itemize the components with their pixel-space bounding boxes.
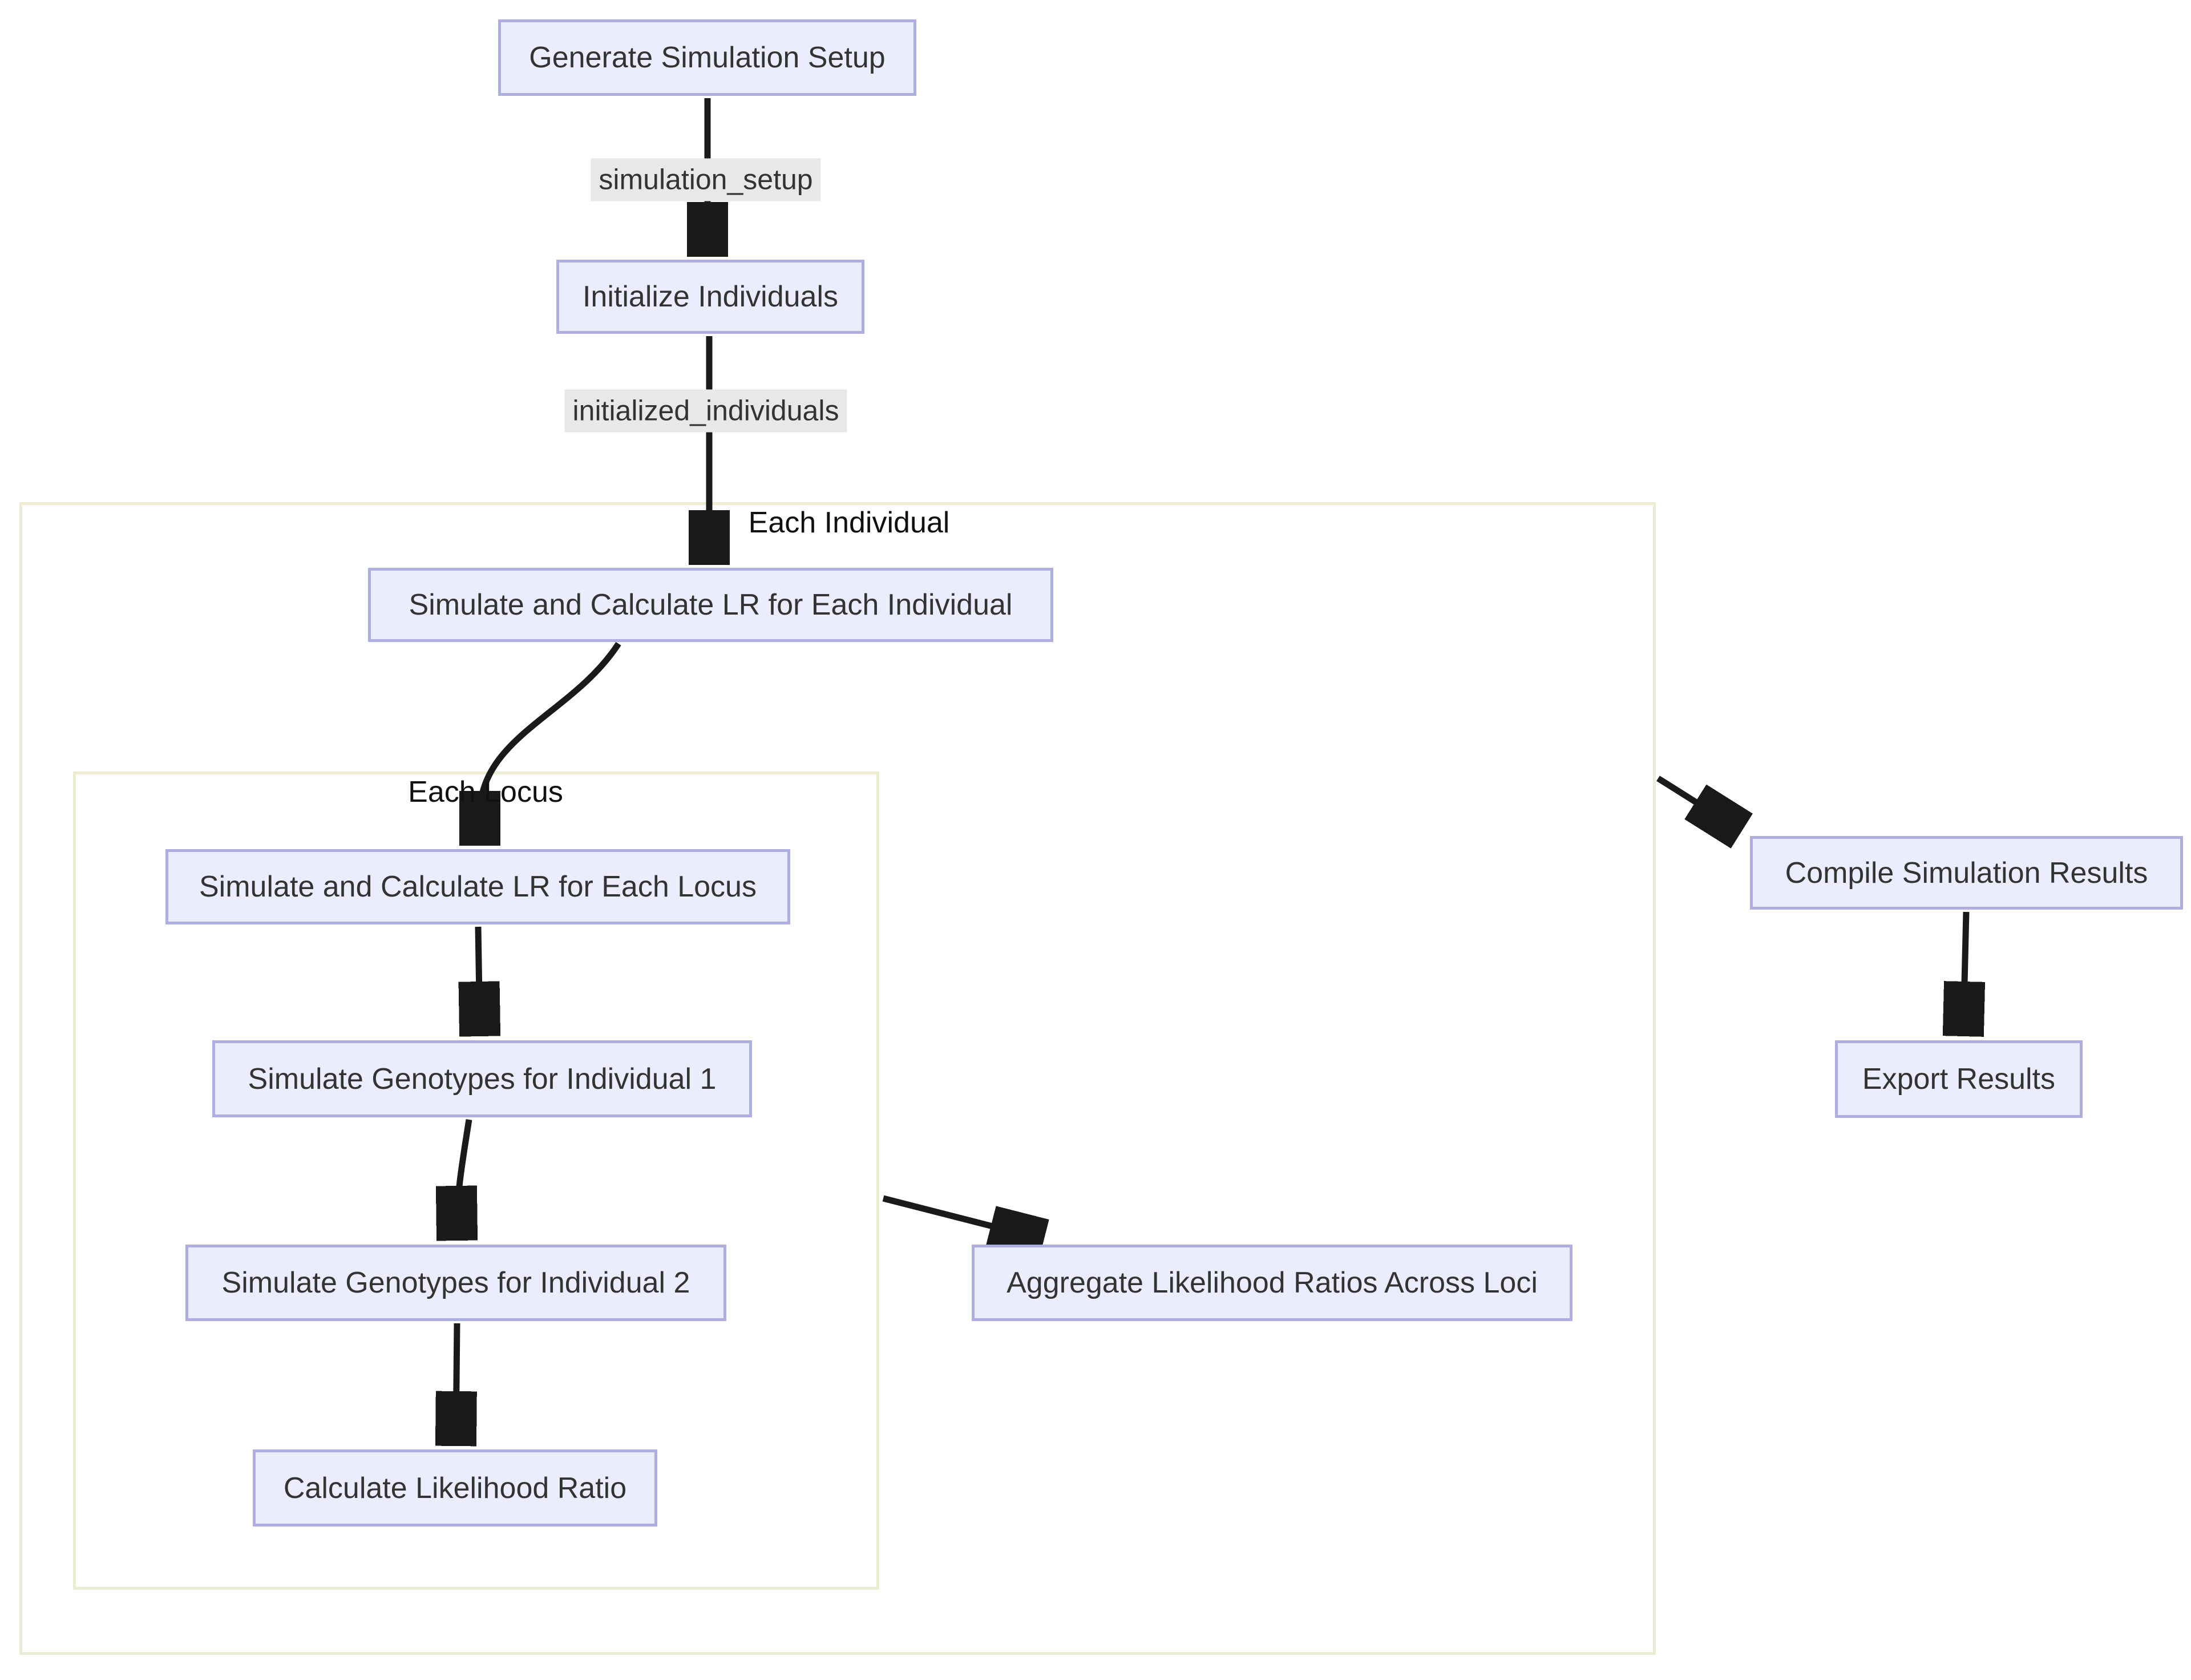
cluster-title-each-locus: Each Locus (408, 776, 563, 809)
edge-locus-to-genotypes1 (478, 926, 480, 1032)
edge-genotypes1-to-genotypes2 (457, 1119, 469, 1236)
node-simulate-genotypes-individual-1: Simulate Genotypes for Individual 1 (212, 1040, 752, 1117)
edge-individual-cluster-to-compile (1656, 776, 1738, 829)
node-simulate-lr-each-individual: Simulate and Calculate LR for Each Indiv… (368, 568, 1053, 642)
node-generate-simulation-setup: Generate Simulation Setup (498, 19, 916, 96)
edge-locus-cluster-to-aggregate (882, 1195, 1040, 1238)
edge-label-simulation-setup: simulation_setup (591, 158, 821, 201)
edge-compile-to-export (1963, 911, 1966, 1032)
node-initialize-individuals: Initialize Individuals (556, 260, 864, 334)
node-simulate-lr-each-locus: Simulate and Calculate LR for Each Locus (165, 849, 790, 924)
edge-genotypes2-to-calculate-lr (456, 1323, 457, 1441)
node-calculate-likelihood-ratio: Calculate Likelihood Ratio (253, 1449, 657, 1526)
node-aggregate-likelihood-ratios: Aggregate Likelihood Ratios Across Loci (972, 1245, 1572, 1321)
edge-individual-to-locus (480, 642, 621, 841)
edge-label-initialized-individuals: initialized_individuals (564, 389, 847, 433)
node-export-results: Export Results (1835, 1040, 2083, 1118)
node-simulate-genotypes-individual-2: Simulate Genotypes for Individual 2 (185, 1245, 726, 1321)
cluster-title-each-individual: Each Individual (748, 506, 950, 539)
node-compile-simulation-results: Compile Simulation Results (1750, 836, 2183, 910)
